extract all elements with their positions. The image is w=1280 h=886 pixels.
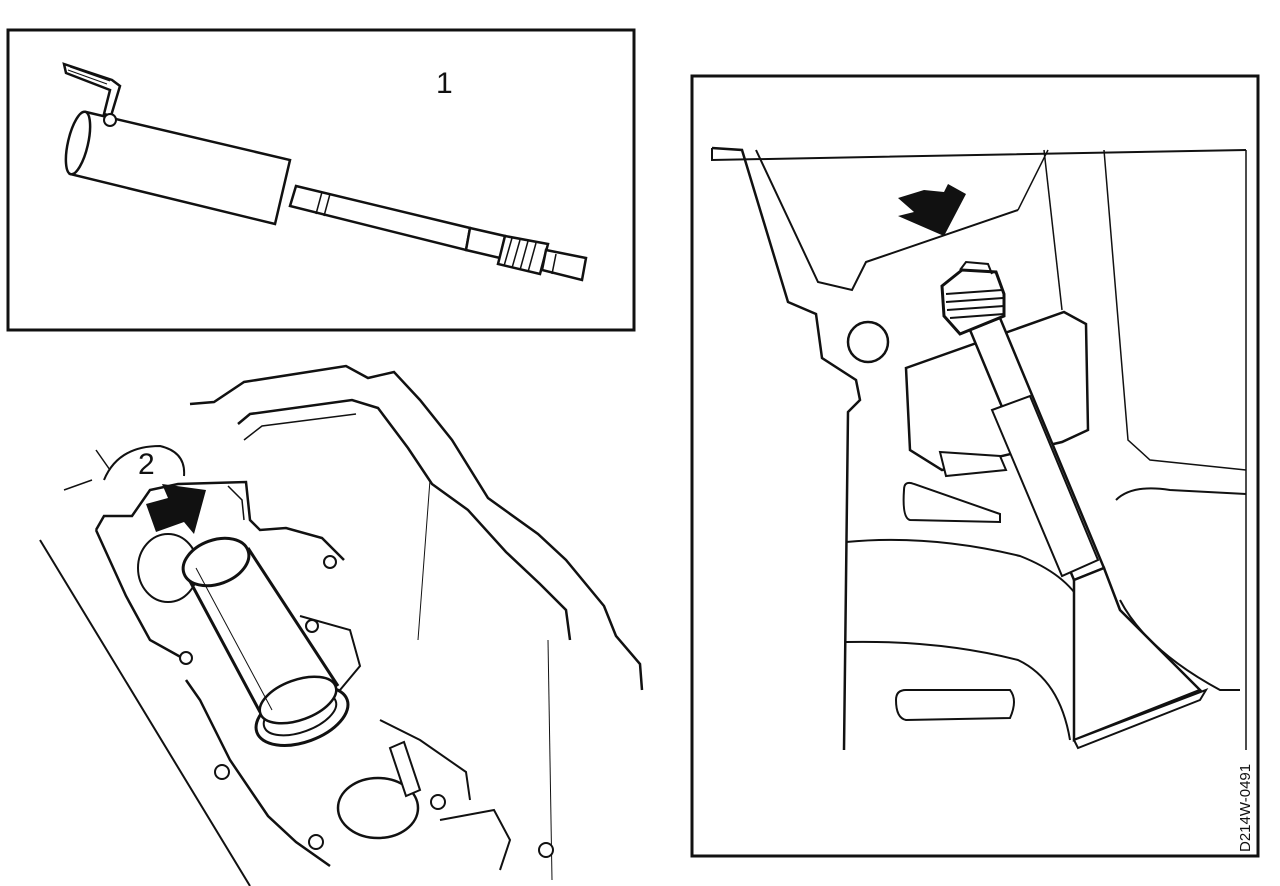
arrow-indicator-left [146,484,206,534]
valve-drift-shape [288,184,588,282]
document-code: D214W-0491 [1237,764,1254,852]
callout-1: 1 [436,67,453,100]
drift-head-shape [940,260,1006,336]
callout-2: 2 [138,448,155,481]
panel-cylinder-head: 2 [39,364,644,886]
panel-section-view: D214W-0491 [690,74,1260,858]
drift-sleeve-shape [64,110,292,226]
head-outline [189,364,644,691]
panel-tool-set: 1 [6,28,636,332]
bolt-holes [179,555,554,858]
installed-sleeve-shape [181,536,350,747]
arrow-indicator-right [898,184,966,236]
valve-stem-shape [968,316,1209,750]
